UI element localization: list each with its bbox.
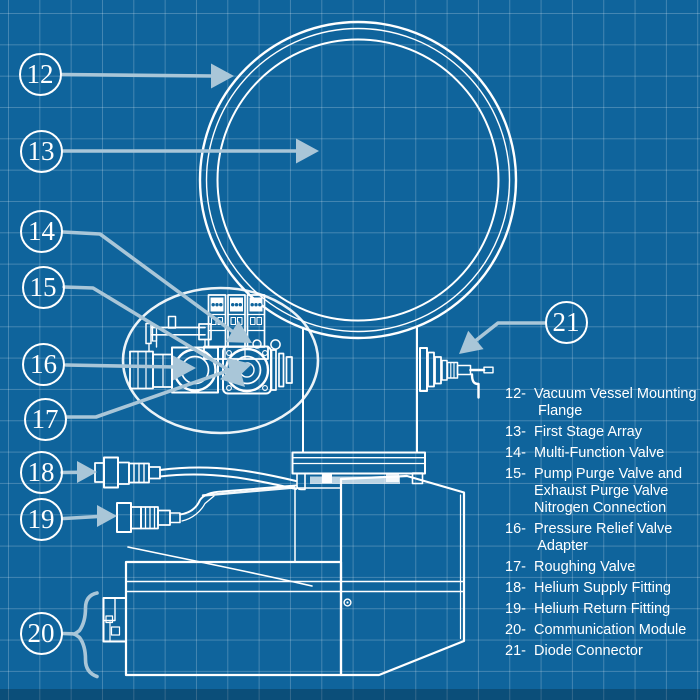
callout-17-number: 17: [31, 403, 59, 434]
solenoid-valve-1: [207, 294, 227, 348]
first-stage-array-outline: [216, 38, 500, 322]
arrowhead-18: [77, 461, 97, 483]
brace-20: [71, 591, 99, 679]
leader-18: [60, 461, 97, 483]
legend-item-16: 16- Pressure Relief Valve Adapter: [505, 521, 700, 555]
callout-15: 15: [21, 265, 65, 309]
callout-21-number: 21: [552, 307, 580, 337]
callout-20: 20: [19, 611, 63, 655]
legend-item-19-number: 19-: [505, 601, 526, 617]
solenoid-valve-3: [246, 294, 266, 348]
callout-15-number: 15: [29, 271, 57, 302]
helium-supply-fitting: [94, 456, 297, 490]
callout-14: 14: [20, 210, 63, 253]
legend-item-17-number: 17-: [505, 559, 526, 575]
legend-item-19-label: Helium Return Fitting: [534, 601, 671, 617]
arrowhead-16: [173, 355, 196, 381]
callout-13-number: 13: [27, 135, 55, 166]
detail-ellipse: [121, 286, 320, 435]
legend-item-18-label: Helium Supply Fitting: [534, 580, 671, 596]
arrowhead-19: [97, 505, 117, 527]
legend-item-20: 20- Communication Module: [505, 622, 700, 639]
legend-item-15-label: Pump Purge Valve and Exhaust Purge Valve…: [534, 466, 683, 516]
diode-connector: [419, 347, 494, 399]
arrowhead-17: [226, 357, 252, 382]
helium-return-fitting: [116, 484, 297, 533]
callout-12: 12: [18, 52, 62, 96]
pump-neck: [302, 327, 418, 453]
legend-item-20-number: 20-: [505, 622, 526, 638]
purge-pipe: [145, 315, 212, 353]
legend-item-12: 12- Vacuum Vessel Mounting Flange: [505, 386, 700, 420]
legend-item-14: 14- Multi-Function Valve: [505, 445, 700, 462]
legend-item-13: 13- First Stage Array: [505, 424, 700, 441]
arrowhead-14: [225, 320, 252, 343]
callout-16-number: 16: [30, 349, 57, 379]
legend-item-21-label: Diode Connector: [534, 643, 643, 659]
legend-item-13-label: First Stage Array: [534, 424, 642, 440]
legend-item-13-number: 13-: [505, 424, 526, 440]
legend-item-15: 15- Pump Purge Valve and Exhaust Purge V…: [505, 466, 700, 517]
arrowhead-13: [296, 138, 319, 164]
legend-item-17-label: Roughing Valve: [534, 559, 636, 575]
legend-item-18-number: 18-: [505, 580, 526, 596]
leader-20: [61, 591, 99, 679]
legend-item-14-number: 14-: [505, 445, 526, 461]
callout-19-number: 19: [27, 504, 55, 534]
callout-21: 21: [544, 301, 588, 344]
leader-19: [62, 505, 117, 527]
legend-item-12-number: 12-: [505, 386, 526, 402]
leader-16: [64, 355, 196, 381]
legend-item-21: 21- Diode Connector: [505, 643, 700, 660]
legend-item-14-label: Multi-Function Valve: [534, 445, 665, 461]
leader-17: [65, 357, 252, 419]
arrowhead-21: [459, 330, 484, 354]
legend-item-20-label: Communication Module: [534, 622, 687, 638]
footer-strip: [0, 689, 700, 700]
callout-20-number: 20: [27, 617, 55, 648]
vacuum-vessel-mounting-flange: [291, 451, 426, 491]
leader-12: [60, 63, 234, 89]
vacuum-vessel-outline: [198, 20, 518, 340]
callout-14-number: 14: [28, 216, 55, 246]
callout-19: 19: [19, 498, 63, 541]
legend-item-18: 18- Helium Supply Fitting: [505, 580, 700, 597]
leader-14: [61, 230, 252, 343]
legend-item-19: 19- Helium Return Fitting: [505, 601, 700, 618]
leader-21: [459, 321, 547, 354]
callout-12-number: 12: [26, 58, 54, 89]
legend-item-21-number: 21-: [505, 643, 526, 659]
callout-16: 16: [22, 343, 65, 386]
legend-item-15-number: 15-: [505, 466, 526, 482]
communication-module: [102, 597, 127, 643]
callout-18: 18: [19, 451, 63, 494]
pump-body: [124, 474, 466, 677]
legend-item-16-number: 16-: [505, 521, 526, 537]
arrowhead-12: [211, 63, 234, 89]
callout-17: 17: [23, 397, 67, 441]
legend-item-12-label: Vacuum Vessel Mounting Flange: [534, 386, 697, 419]
callout-18-number: 18: [27, 457, 55, 487]
legend-item-16-label: Pressure Relief Valve Adapter: [534, 521, 673, 554]
legend: 12- Vacuum Vessel Mounting Flange 13- Fi…: [505, 386, 700, 664]
leader-13: [61, 138, 319, 164]
legend-item-17: 17- Roughing Valve: [505, 559, 700, 576]
callout-13: 13: [19, 129, 63, 173]
